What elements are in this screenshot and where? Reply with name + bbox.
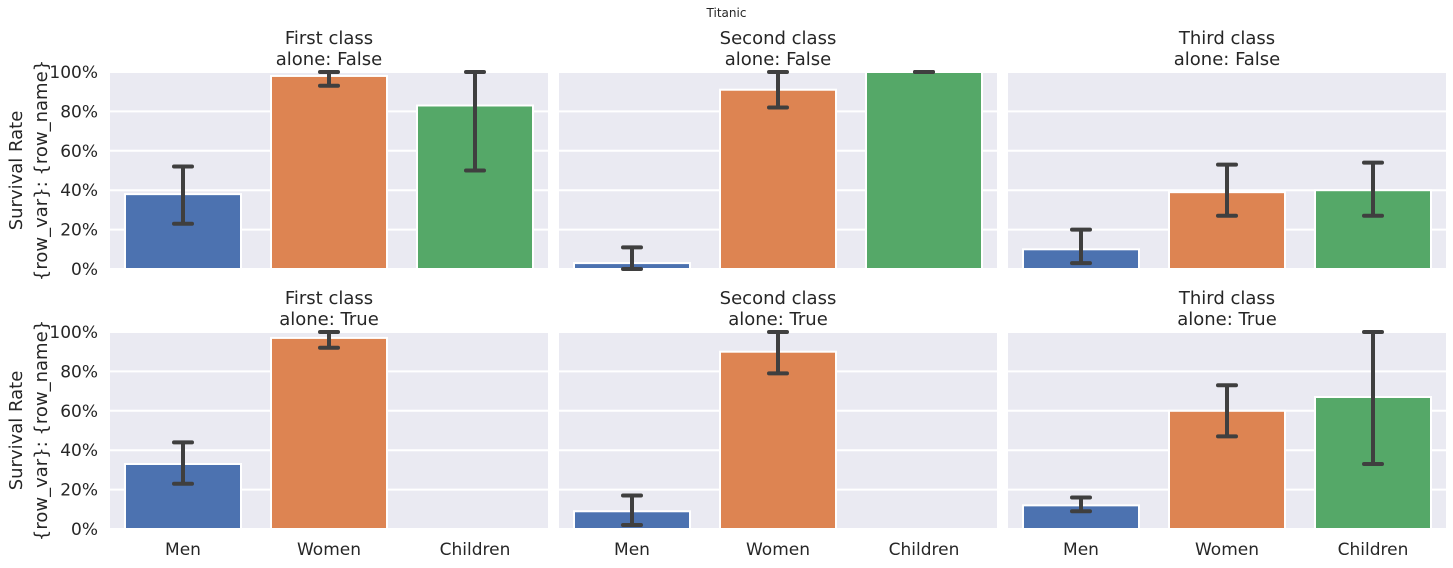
facet-title-line: alone: False (725, 49, 832, 70)
y-tick-label: 40% (60, 441, 98, 461)
y-tick-label: 100% (49, 63, 98, 83)
bar-women (270, 336, 388, 530)
x-tick-label: Men (614, 540, 650, 560)
y-tick-label: 60% (60, 402, 98, 422)
y-axis-label-line: Survival Rate (6, 371, 27, 491)
facet-title-line: First class (285, 28, 373, 49)
facet-title-line: alone: False (1174, 49, 1281, 70)
bar-women (719, 350, 837, 531)
x-tick-label: Men (165, 540, 201, 560)
y-tick-label: 80% (60, 102, 98, 122)
facet-title-line: Third class (1178, 28, 1275, 49)
x-tick-label: Women (1195, 540, 1259, 560)
x-tick-label: Children (1338, 540, 1409, 560)
facet-title-line: alone: True (279, 309, 379, 330)
facet-title-line: Second class (720, 288, 837, 309)
y-tick-label: 20% (60, 481, 98, 501)
y-tick-label: 80% (60, 362, 98, 382)
y-tick-label: 0% (71, 260, 98, 280)
facet-title-line: alone: True (728, 309, 828, 330)
y-axis-label-line: Survival Rate (6, 111, 27, 231)
y-axis-label: Survival Rate{row_var}: {row_name} (6, 60, 52, 281)
facet-title-line: Third class (1178, 288, 1275, 309)
y-tick-label: 20% (60, 221, 98, 241)
facet-title-line: alone: True (1177, 309, 1277, 330)
x-tick-label: Women (746, 540, 810, 560)
y-tick-label: 0% (71, 520, 98, 540)
facet-title-line: alone: False (276, 49, 383, 70)
y-tick-label: 60% (60, 142, 98, 162)
x-tick-label: Children (440, 540, 511, 560)
bar-women (270, 74, 388, 270)
bar-children (865, 71, 983, 270)
x-tick-label: Women (297, 540, 361, 560)
figure-title: Titanic (706, 6, 747, 20)
y-axis-label: Survival Rate{row_var}: {row_name} (6, 320, 52, 541)
bar-women (719, 88, 837, 271)
x-tick-label: Children (889, 540, 960, 560)
x-tick-label: Men (1063, 540, 1099, 560)
facet-title-line: Second class (720, 28, 837, 49)
y-axis-label-line: {row_var}: {row_name} (31, 60, 52, 281)
y-tick-label: 40% (60, 181, 98, 201)
facet-title-line: First class (285, 288, 373, 309)
y-tick-label: 100% (49, 323, 98, 343)
y-axis-label-line: {row_var}: {row_name} (31, 320, 52, 541)
